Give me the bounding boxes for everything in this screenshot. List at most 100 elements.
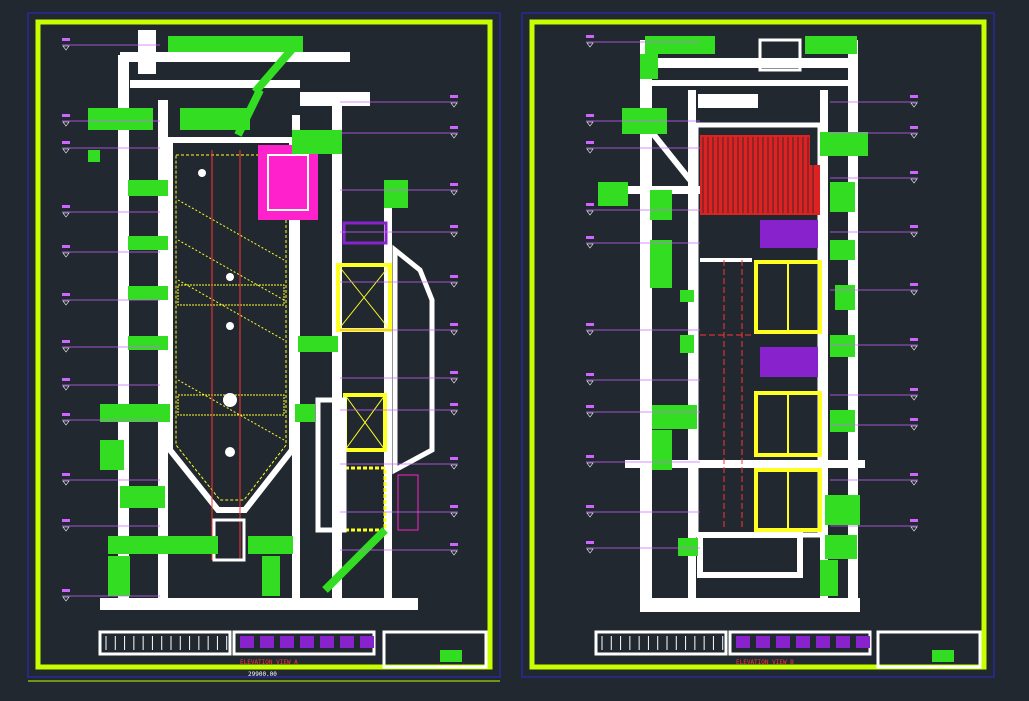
left-elevation-marker-icon	[62, 121, 70, 127]
left-column-5	[384, 190, 392, 610]
left-parts-table-cells	[105, 636, 374, 650]
right-pipe-2	[647, 128, 693, 182]
left-platform-10	[108, 536, 218, 554]
right-platform-14	[652, 430, 672, 470]
left-platform-6	[128, 336, 168, 350]
left-elevation-marker-icon	[450, 232, 458, 238]
right-elevation-marker-icon	[910, 178, 918, 184]
left-elevation-tag	[450, 95, 458, 98]
left-elevation-marker-icon	[450, 378, 458, 384]
left-roof-beam	[130, 80, 300, 88]
right-elevation-tag	[910, 225, 918, 228]
left-elevation-tag	[62, 378, 70, 381]
left-elevation-tag	[62, 38, 70, 41]
left-elevation-tag	[450, 225, 458, 228]
right-platform-8	[830, 182, 855, 212]
right-table-cell	[736, 636, 750, 648]
right-table-cell	[816, 636, 830, 648]
left-platform-16	[295, 404, 315, 422]
right-platform-7	[650, 190, 672, 220]
right-heat-surface-tubes	[702, 137, 814, 213]
right-top-beam	[640, 58, 858, 68]
left-elevation-tag	[450, 126, 458, 129]
left-elevation-marker-icon	[62, 480, 70, 486]
left-burner-3	[226, 322, 234, 330]
right-roof-house	[758, 38, 802, 72]
left-elevation-marker-icon	[62, 385, 70, 391]
left-elevation-tag	[450, 403, 458, 406]
left-elevation-marker-icon	[62, 347, 70, 353]
left-view-caption: ELEVATION VIEW A	[240, 659, 298, 666]
left-burner-5	[225, 447, 235, 457]
left-elevation-tag	[62, 205, 70, 208]
right-elevation-tag	[910, 473, 918, 476]
right-header-lower	[760, 347, 818, 377]
left-table-cell	[300, 636, 314, 648]
right-table-cell	[796, 636, 810, 648]
left-elevation-tag	[450, 457, 458, 460]
left-elevation-tag	[62, 473, 70, 476]
left-elevation-marker-icon	[450, 133, 458, 139]
left-platform-13	[262, 556, 280, 596]
left-backpass	[234, 37, 435, 593]
right-elevation-marker-icon	[910, 133, 918, 139]
left-elevation-marker-icon	[62, 300, 70, 306]
right-elevation-tag	[586, 405, 594, 408]
right-header-upper	[760, 220, 818, 248]
left-elevation-marker-icon	[62, 596, 70, 602]
left-structural-frame	[100, 30, 418, 610]
right-elevation-marker-icon	[910, 526, 918, 532]
left-column-3	[292, 115, 300, 610]
right-elevation-tag	[586, 455, 594, 458]
right-elevation-marker-icon	[586, 412, 594, 418]
left-platform-7	[100, 404, 170, 422]
left-elevation-tag	[62, 589, 70, 592]
right-platform-20	[680, 290, 694, 302]
left-burner-2	[226, 273, 234, 281]
right-title-block	[876, 630, 982, 669]
left-platform-15	[298, 336, 338, 352]
right-heat-surface-upper	[700, 135, 810, 165]
left-elevation-marker-icon	[62, 252, 70, 258]
left-elevation-tag	[450, 543, 458, 546]
left-table-cell	[360, 636, 374, 648]
right-platform-19	[678, 538, 698, 556]
left-platform-8	[100, 440, 124, 470]
right-elevation-tag	[586, 323, 594, 326]
right-platform-9	[650, 240, 672, 288]
left-table-cell	[240, 636, 254, 648]
right-elevation-tag	[586, 203, 594, 206]
left-elevation-marker-icon	[62, 420, 70, 426]
right-elevation-marker-icon	[586, 42, 594, 48]
right-platform-17	[825, 535, 857, 559]
right-drawing-frame	[529, 19, 987, 670]
left-burner-1	[198, 169, 206, 177]
right-elevation-marker-icon	[910, 102, 918, 108]
left-elevation-marker-icon	[62, 526, 70, 532]
left-elevation-marker-icon	[450, 410, 458, 416]
left-elevation-tag	[450, 371, 458, 374]
right-platform-15	[830, 410, 855, 432]
left-burner-4	[223, 393, 237, 407]
right-elevation-marker-icon	[586, 548, 594, 554]
left-platform-5	[128, 286, 168, 300]
right-drum	[698, 94, 758, 108]
right-column-3	[820, 90, 828, 605]
left-platform-3	[128, 180, 168, 196]
left-platform-4	[128, 236, 168, 250]
left-table-cell	[280, 636, 294, 648]
left-platform-top	[168, 36, 303, 52]
right-elevation-tag	[586, 114, 594, 117]
left-elevation-marker-icon	[62, 45, 70, 51]
left-elevation-tag	[62, 245, 70, 248]
left-elevation-tag	[450, 275, 458, 278]
right-elevation-marker-icon	[910, 480, 918, 486]
left-platform-2	[180, 108, 250, 130]
left-elevation-marker-icon	[450, 282, 458, 288]
left-platform-11	[248, 536, 293, 554]
right-platform-6	[598, 182, 628, 206]
right-table-cell	[836, 636, 850, 648]
left-air-preheater	[343, 466, 387, 532]
right-foundation-beam	[640, 598, 860, 612]
